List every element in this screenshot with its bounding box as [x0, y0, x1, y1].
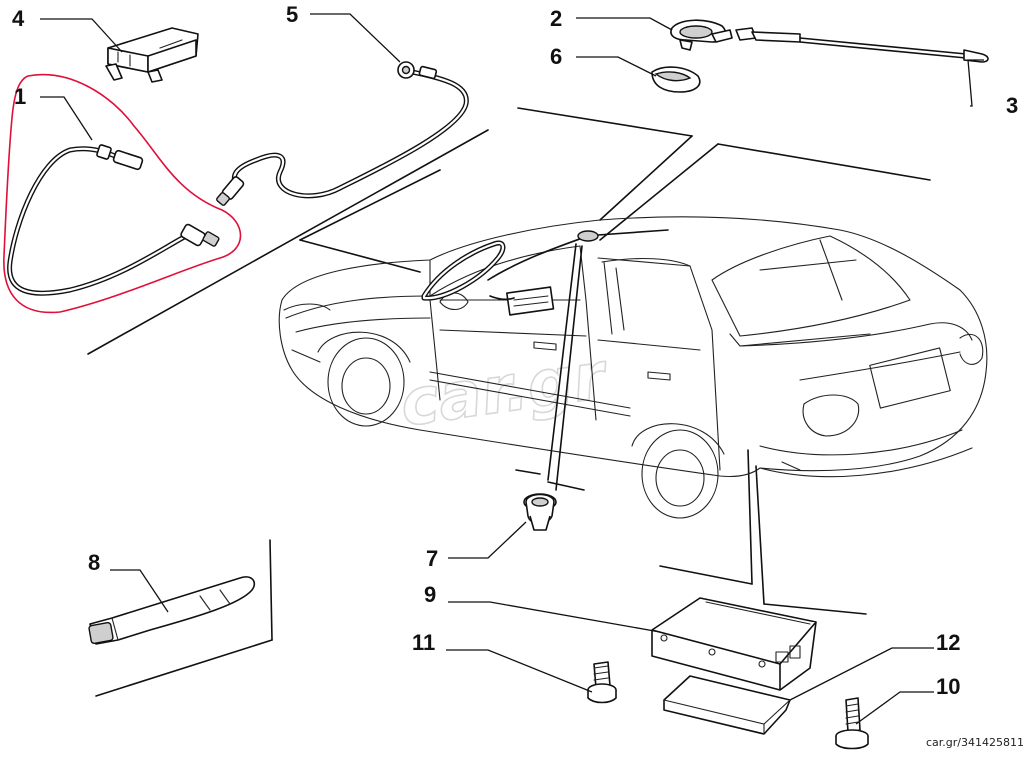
callout-8: 8: [88, 550, 100, 575]
part-1-antenna-cable: [7, 144, 220, 296]
part-10-screw: [835, 697, 869, 750]
callout-5: 5: [286, 2, 298, 27]
callout-3: 3: [1006, 93, 1018, 118]
part-5-cable: [216, 61, 469, 206]
callout-12: 12: [936, 630, 960, 655]
leader-lines: [40, 13, 984, 725]
callout-6: 6: [550, 44, 562, 69]
part-9-module: [651, 597, 817, 691]
callout-7: 7: [426, 546, 438, 571]
car-internal-wiring: [421, 229, 669, 491]
highlight-outline: [3, 73, 242, 314]
callout-4: 4: [12, 6, 25, 31]
part-2-antenna-base: [670, 19, 733, 51]
part-7-grommet: [523, 493, 557, 531]
callout-1: 1: [14, 84, 26, 109]
part-12-pad: [663, 675, 791, 735]
part-3-antenna-rod: [735, 27, 989, 63]
car-body: [278, 216, 988, 519]
watermark-logo: car.gr: [396, 339, 613, 441]
watermark-listing-id: car.gr/341425811: [926, 736, 1024, 749]
callout-10: 10: [936, 674, 960, 699]
callout-9: 9: [424, 582, 436, 607]
part-11-screw: [587, 661, 617, 704]
guide-lines: [87, 107, 931, 697]
callout-2: 2: [550, 6, 562, 31]
callout-11: 11: [412, 630, 435, 655]
part-6-cap: [651, 66, 701, 93]
part-4-bracket: [105, 27, 199, 83]
part-8-strap: [88, 576, 256, 645]
